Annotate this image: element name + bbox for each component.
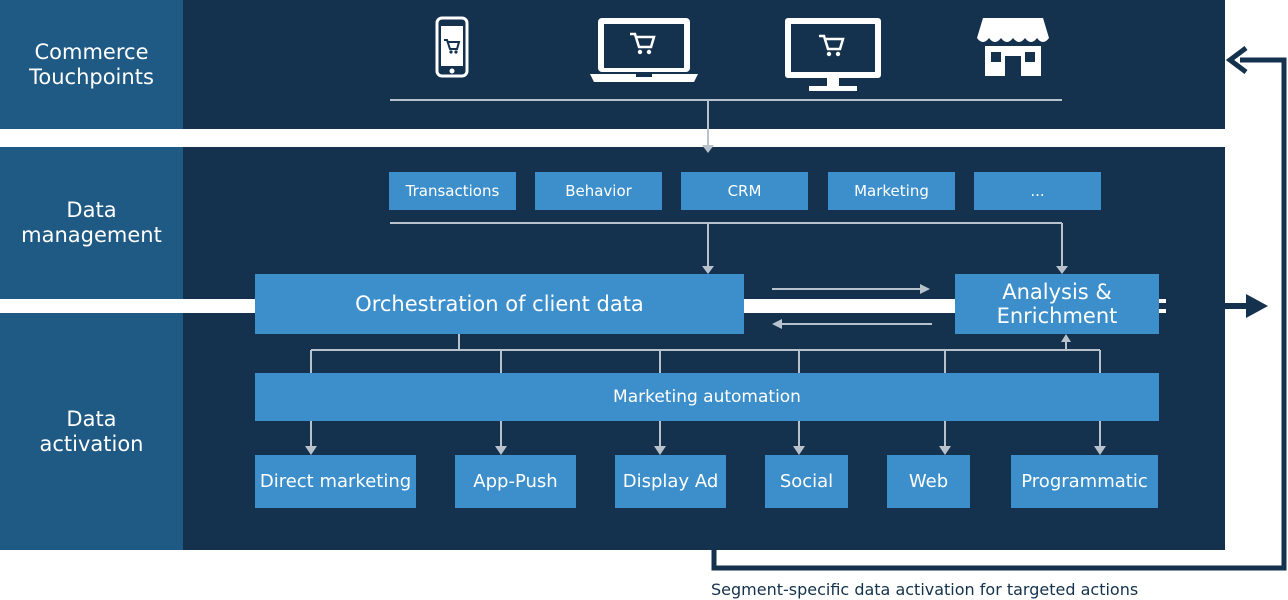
channel-display-ad: Display Ad	[615, 455, 726, 508]
source-more-label: ...	[1030, 182, 1045, 200]
channel-app-push-label: App-Push	[473, 471, 558, 492]
row-label-touchpoints: Commerce Touchpoints	[0, 0, 183, 129]
smartphone-cart-icon	[435, 16, 469, 82]
source-crm-label: CRM	[727, 182, 762, 200]
channel-display-ad-label: Display Ad	[622, 471, 719, 492]
orchestration-label: Orchestration of client data	[355, 292, 644, 316]
channel-direct-marketing-label: Direct marketing	[259, 471, 412, 492]
feedback-caption: Segment-specific data activation for tar…	[711, 580, 1139, 599]
source-behavior: Behavior	[535, 172, 662, 210]
channel-social: Social	[765, 455, 848, 508]
source-marketing-label: Marketing	[854, 182, 929, 200]
row-label-data-activation-text: Data activation	[39, 406, 144, 456]
channel-programmatic-label: Programmatic	[1021, 471, 1148, 492]
analysis-enrichment-label: Analysis & Enrichment	[996, 280, 1118, 328]
orchestration-box: Orchestration of client data	[255, 274, 744, 334]
row-label-data-management-text: Data management	[21, 198, 162, 247]
source-behavior-label: Behavior	[565, 182, 632, 200]
row-label-data-activation: Data activation	[0, 313, 183, 550]
source-crm: CRM	[681, 172, 808, 210]
source-transactions-label: Transactions	[405, 182, 500, 200]
channel-social-label: Social	[779, 471, 834, 492]
source-more: ...	[974, 172, 1101, 210]
row-label-touchpoints-text: Commerce Touchpoints	[29, 39, 154, 89]
marketing-automation-label: Marketing automation	[613, 387, 801, 407]
channel-app-push: App-Push	[455, 455, 576, 508]
source-marketing: Marketing	[828, 172, 955, 210]
marketing-automation-box: Marketing automation	[255, 373, 1159, 421]
desktop-monitor-cart-icon	[783, 16, 883, 96]
output-arrow	[1159, 294, 1268, 318]
source-transactions: Transactions	[389, 172, 516, 210]
feedback-loop-arrow	[711, 46, 1287, 571]
analysis-enrichment-box: Analysis & Enrichment	[955, 274, 1159, 334]
row-label-data-management: Data management	[0, 147, 183, 299]
storefront-icon	[977, 16, 1049, 82]
channel-web: Web	[887, 455, 970, 508]
laptop-cart-icon	[590, 16, 698, 88]
channel-web-label: Web	[908, 471, 949, 492]
channel-programmatic: Programmatic	[1011, 455, 1158, 508]
channel-direct-marketing: Direct marketing	[255, 455, 416, 508]
